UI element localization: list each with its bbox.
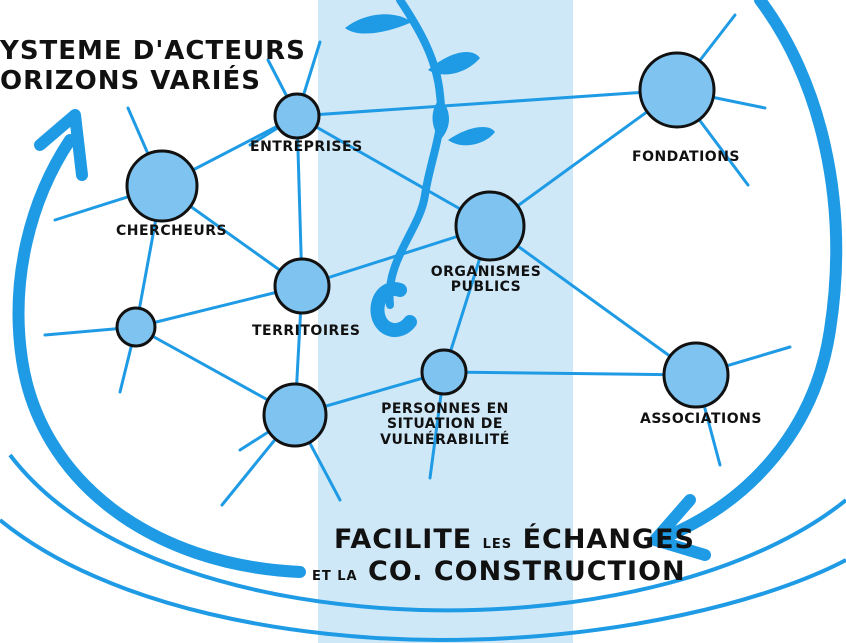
label-personnes-line3: VULNÉRABILITÉ [380,431,510,448]
footer-et-la: ET LA [312,569,358,584]
label-chercheurs: CHERCHEURS [116,223,228,239]
label-personnes-line2: SITUATION DE [387,416,503,433]
cycle-arrow-right [664,0,843,541]
node-small-left [115,306,157,348]
node-chercheurs [125,149,199,223]
label-entreprises: ENTREPRISES [250,139,363,155]
node-organismes-publics [454,190,526,262]
cycle-arrow-left [12,134,306,578]
outer-ring-2 [0,518,846,643]
label-personnes-line1: PERSONNES EN [381,401,509,417]
label-organismes-publics: ORGANISMES PUBLICS [420,264,552,296]
footer-echanges: ÉCHANGES [522,524,695,555]
node-fondations [638,51,716,129]
outer-ring-1 [8,453,846,613]
footer-co-construction: CO. CONSTRUCTION [368,556,686,587]
cycle-arrow-left-head [34,109,88,181]
node-unlabeled-bottom [262,382,328,448]
label-organismes-line1: ORGANISMES [430,264,542,280]
cycle-arrow-right-head [649,494,711,561]
footer-les: LES [482,537,513,552]
node-associations [662,341,730,409]
node-territoires [273,257,331,315]
label-territoires: TERRITOIRES [252,323,361,339]
footer-line2: ET LA CO. CONSTRUCTION [312,557,686,587]
connections [43,13,792,507]
plant-icon [345,0,495,337]
node-entreprises [273,92,321,140]
node-personnes [420,348,468,396]
header-title-line2: ORIZONS VARIÉS [0,66,261,96]
label-fondations: FONDATIONS [632,149,741,165]
header-title-line1: YSTEME D'ACTEURS [0,36,306,66]
label-organismes-line2: PUBLICS [450,279,522,296]
label-personnes: PERSONNES EN SITUATION DE VULNÉRABILITÉ [380,401,510,448]
footer-line1: FACILITE LES ÉCHANGES [334,525,695,555]
label-associations: ASSOCIATIONS [640,411,762,427]
footer-facilite: FACILITE [334,524,473,555]
